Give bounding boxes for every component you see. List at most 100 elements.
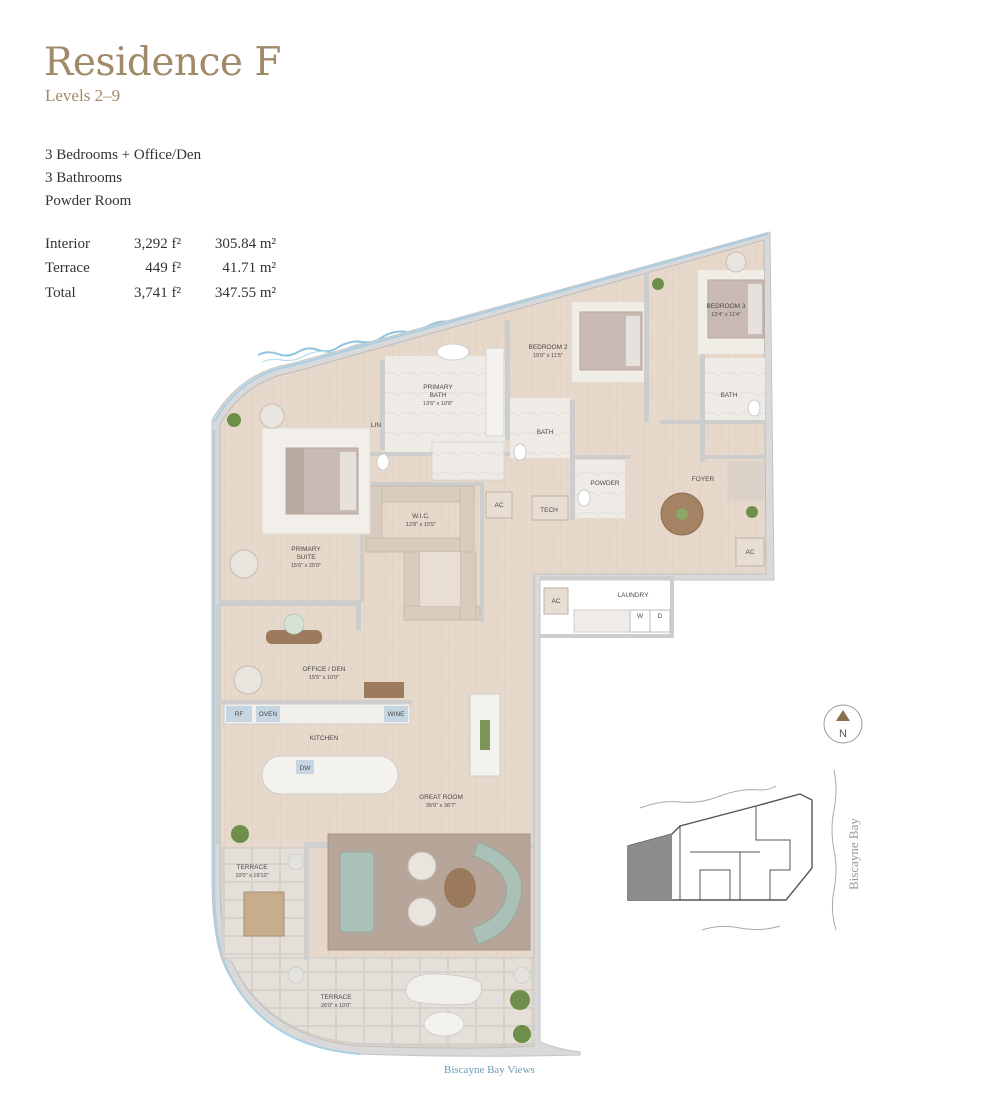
office-credenza bbox=[364, 682, 404, 698]
wic-label: W.I.C. bbox=[412, 513, 430, 520]
terrace-south-label: TERRACE bbox=[320, 994, 352, 1001]
area-sqft: 3,741 f² bbox=[134, 284, 181, 301]
wic-dims: 12'8" x 15'5" bbox=[406, 522, 436, 528]
bathtub bbox=[436, 343, 470, 361]
office-dims: 15'5" x 10'0" bbox=[309, 675, 339, 681]
refrigerator bbox=[226, 706, 252, 722]
planter bbox=[287, 966, 305, 984]
wic-floor bbox=[420, 552, 460, 606]
foyer-plant bbox=[676, 508, 688, 520]
plant bbox=[231, 825, 249, 843]
residence-levels: Levels 2–9 bbox=[45, 86, 121, 105]
feature-powder-room: Powder Room bbox=[45, 193, 132, 209]
laundry-label: LAUNDRY bbox=[618, 592, 650, 599]
toilet bbox=[747, 399, 761, 417]
ac-label: AC bbox=[551, 598, 560, 605]
plant bbox=[652, 278, 664, 290]
office-desk bbox=[266, 630, 322, 644]
terrace-south bbox=[223, 957, 535, 1047]
washer-label: W bbox=[637, 613, 644, 620]
dining-centerpiece bbox=[480, 720, 490, 750]
bath-a-label: BATH bbox=[537, 429, 554, 436]
lounge-chair bbox=[407, 851, 437, 881]
armchair bbox=[259, 403, 285, 429]
ac-unit bbox=[485, 491, 513, 519]
kitchen-island bbox=[261, 755, 399, 795]
key-plan: Biscayne Bay bbox=[627, 769, 861, 931]
primary-suite-dims: 15'6" x 25'0" bbox=[291, 563, 321, 569]
terrace-south-dims: 26'0" x 10'0" bbox=[321, 1003, 351, 1009]
area-table: Interior 3,292 f² 305.84 m² Terrace 449 … bbox=[45, 232, 276, 306]
north-compass: N bbox=[823, 704, 863, 744]
sofa-left bbox=[339, 851, 375, 933]
wic-shelving bbox=[365, 485, 481, 621]
planter bbox=[513, 966, 531, 984]
plant bbox=[510, 990, 530, 1010]
north-letter: N bbox=[839, 728, 847, 740]
primary-bath-label-2: BATH bbox=[430, 392, 447, 399]
area-sqm: 305.84 m² bbox=[214, 235, 276, 252]
area-label: Total bbox=[45, 284, 76, 301]
area-row-interior: Interior 3,292 f² 305.84 m² bbox=[45, 232, 276, 257]
foyer-label: FOYER bbox=[692, 476, 715, 483]
foyer-inlay bbox=[727, 461, 765, 501]
north-arrow-icon bbox=[836, 710, 850, 721]
bath-b-label: BATH bbox=[721, 392, 738, 399]
bedroom2-label: BEDROOM 2 bbox=[528, 344, 567, 351]
feature-bathrooms: 3 Bathrooms bbox=[45, 170, 123, 186]
primary-bath-floor bbox=[385, 356, 505, 452]
terrace-west-label: TERRACE bbox=[236, 864, 268, 871]
plant bbox=[513, 1025, 531, 1043]
dishwasher-label: DW bbox=[300, 765, 312, 772]
powder-label: POWDER bbox=[590, 480, 620, 487]
bedroom3-label: BEDROOM 3 bbox=[706, 303, 745, 310]
great-room-label: GREAT ROOM bbox=[419, 794, 463, 801]
ac-unit bbox=[735, 537, 765, 567]
wine-cooler bbox=[384, 706, 408, 722]
keyplan-residence-highlight bbox=[628, 834, 672, 900]
primary-bath-label: PRIMARY bbox=[423, 384, 453, 391]
terrace-sofa bbox=[405, 973, 483, 1006]
feature-bedrooms: 3 Bedrooms + Office/Den bbox=[45, 147, 202, 163]
bedroom2-bed bbox=[579, 311, 643, 371]
planter bbox=[287, 853, 305, 871]
bedroom3-dims: 13'4" x 11'4" bbox=[711, 312, 741, 318]
tech-label: TECH bbox=[540, 507, 558, 514]
area-label: Interior bbox=[45, 235, 90, 252]
plant bbox=[227, 413, 241, 427]
dryer-label: D bbox=[658, 613, 663, 620]
office-chair bbox=[233, 665, 263, 695]
armchair bbox=[725, 251, 747, 273]
biscayne-bay-views-label: Biscayne Bay Views bbox=[444, 1064, 535, 1076]
area-row-total: Total 3,741 f² 347.55 m² bbox=[45, 281, 276, 306]
oven-label: OVEN bbox=[259, 711, 278, 718]
armchair bbox=[229, 549, 259, 579]
dryer bbox=[649, 609, 671, 633]
lounge-chair bbox=[407, 897, 437, 927]
wine-label: WINE bbox=[388, 711, 406, 718]
terrace-west-dims: 10'0" x 19'10" bbox=[235, 873, 268, 879]
shower bbox=[431, 441, 505, 481]
area-sqft: 3,292 f² bbox=[134, 235, 181, 252]
area-row-terrace: Terrace 449 f² 41.71 m² bbox=[45, 257, 276, 282]
office-label: OFFICE / DEN bbox=[303, 666, 346, 673]
primary-suite-label: PRIMARY bbox=[291, 546, 321, 553]
refrigerator-label: RF bbox=[235, 711, 244, 718]
terrace-dining-table bbox=[243, 891, 285, 937]
bedroom2-dims: 15'0" x 11'5" bbox=[533, 353, 563, 359]
bedroom3-bed bbox=[707, 279, 765, 339]
area-sqm: 41.71 m² bbox=[222, 260, 276, 277]
great-room-dims: 35'0" x 36'7" bbox=[426, 803, 456, 809]
tech-room bbox=[531, 495, 569, 521]
coffee-table bbox=[444, 868, 476, 908]
primary-suite-label-2: SUITE bbox=[296, 554, 316, 561]
terrace-coffee-table bbox=[423, 1011, 465, 1037]
ac-label: AC bbox=[494, 502, 503, 509]
area-sqm: 347.55 m² bbox=[214, 284, 276, 301]
area-sqft: 449 f² bbox=[145, 260, 181, 277]
kitchen-label: KITCHEN bbox=[310, 735, 339, 742]
terrace-divider bbox=[304, 842, 309, 960]
plant bbox=[746, 506, 758, 518]
ac-unit bbox=[543, 587, 569, 615]
